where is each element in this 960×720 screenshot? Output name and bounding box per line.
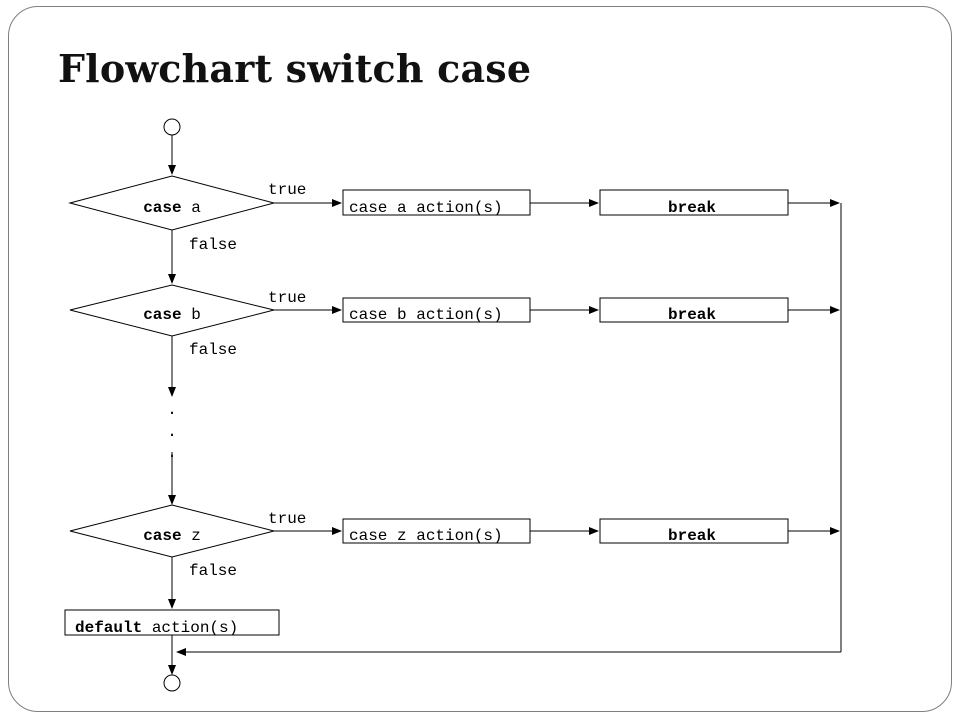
- slide-title: Flowchart switch case: [58, 46, 532, 91]
- decision-case-a-label: case a: [143, 199, 201, 217]
- true-label-z: true: [268, 510, 306, 528]
- break-label-b: break: [668, 306, 716, 324]
- break-box-a: [599, 189, 789, 216]
- break-label-a: break: [668, 199, 716, 217]
- default-action-label: default action(s): [75, 619, 238, 637]
- default-action-box: [64, 609, 280, 636]
- end-terminal: [163, 674, 181, 692]
- action-label-case-z: case z action(s): [349, 527, 503, 545]
- ellipsis-dot-1: .: [167, 401, 177, 419]
- false-label-b: false: [189, 341, 237, 359]
- false-label-z: false: [189, 562, 237, 580]
- action-label-case-a: case a action(s): [349, 199, 503, 217]
- start-terminal: [163, 118, 181, 136]
- break-box-b: [599, 297, 789, 323]
- true-label-a: true: [268, 181, 306, 199]
- true-label-b: true: [268, 289, 306, 307]
- action-box-case-a: [342, 189, 531, 216]
- decision-case-z-label: case z: [143, 527, 201, 545]
- action-label-case-b: case b action(s): [349, 306, 503, 324]
- false-label-a: false: [189, 236, 237, 254]
- decision-case-b-label: case b: [143, 306, 201, 324]
- break-label-z: break: [668, 527, 716, 545]
- ellipsis-dot-2: .: [167, 423, 177, 441]
